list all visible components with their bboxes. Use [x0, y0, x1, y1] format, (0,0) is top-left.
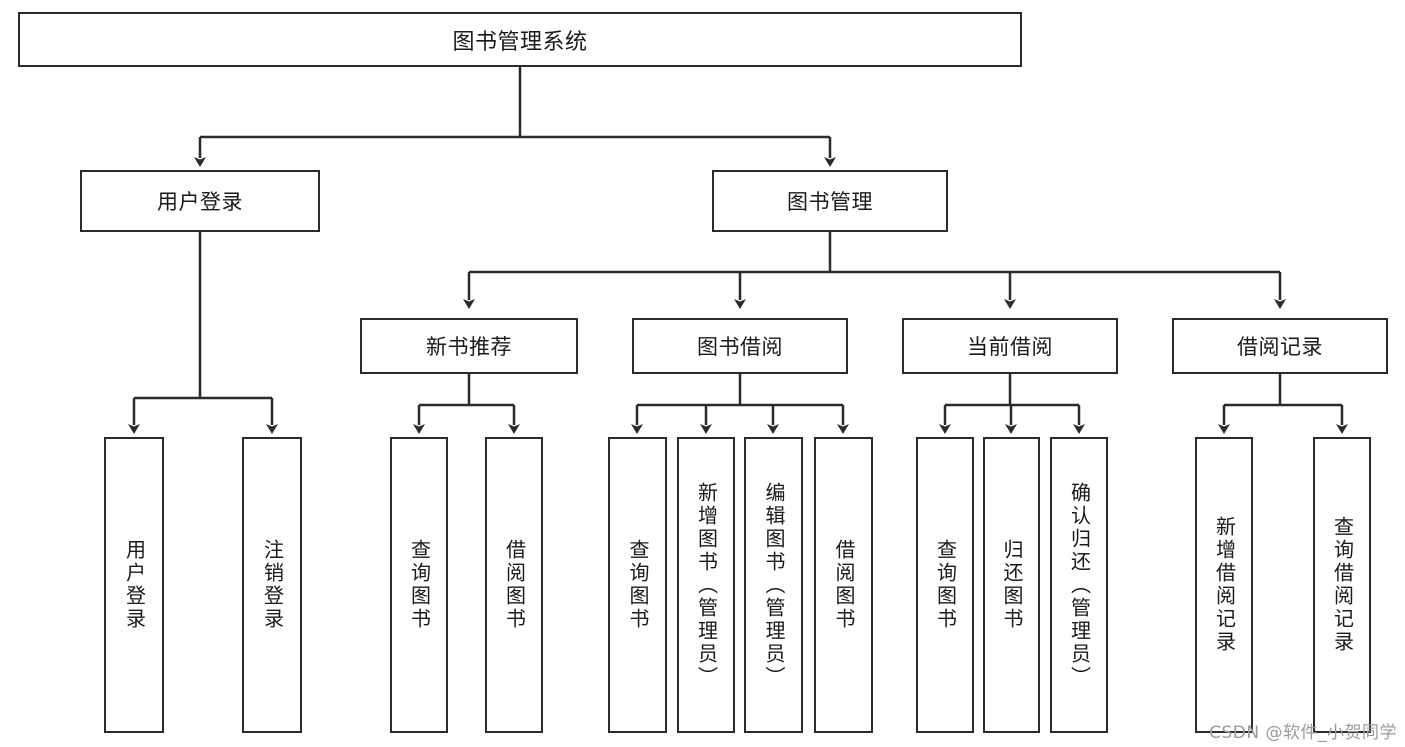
node-current-borrow[interactable]: 当前借阅	[902, 318, 1118, 374]
node-book-borrow[interactable]: 图书借阅	[632, 318, 848, 374]
leaf-current-return-book[interactable]: 归还图书	[983, 437, 1040, 733]
leaf-borrow-edit-book-admin[interactable]: 编辑图书（管理员）	[744, 437, 803, 733]
leaf-record-add-borrow-record[interactable]: 新增借阅记录	[1195, 437, 1253, 733]
leaf-user-logout[interactable]: 注销登录	[242, 437, 302, 733]
leaf-borrow-borrow-book[interactable]: 借阅图书	[814, 437, 873, 733]
watermark-text: CSDN @软件_小贺同学	[1209, 723, 1397, 743]
node-user-login[interactable]: 用户登录	[80, 170, 320, 232]
leaf-borrow-add-book-admin[interactable]: 新增图书（管理员）	[677, 437, 735, 733]
leaf-recommend-query-book[interactable]: 查询图书	[390, 437, 448, 733]
leaf-record-query-borrow-record[interactable]: 查询借阅记录	[1313, 437, 1371, 733]
node-root-system[interactable]: 图书管理系统	[18, 12, 1022, 67]
leaf-recommend-borrow-book[interactable]: 借阅图书	[485, 437, 543, 733]
leaf-user-login[interactable]: 用户登录	[104, 437, 164, 733]
leaf-current-query-book[interactable]: 查询图书	[916, 437, 974, 733]
node-new-book-recommend[interactable]: 新书推荐	[360, 318, 578, 374]
leaf-current-confirm-return-admin[interactable]: 确认归还（管理员）	[1050, 437, 1108, 733]
node-book-management[interactable]: 图书管理	[712, 170, 948, 232]
leaf-borrow-query-book[interactable]: 查询图书	[608, 437, 667, 733]
node-borrow-record[interactable]: 借阅记录	[1172, 318, 1388, 374]
